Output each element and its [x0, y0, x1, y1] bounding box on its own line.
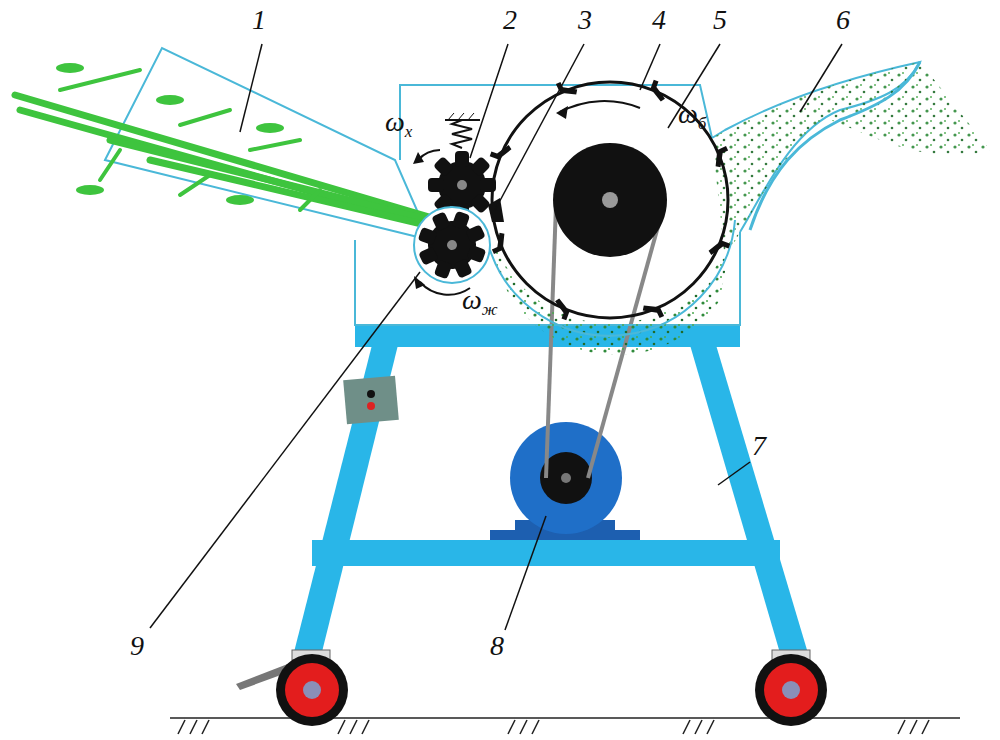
- chaff-stream: [712, 62, 990, 260]
- callout-number: 6: [836, 6, 850, 34]
- callout-number: 7: [752, 432, 766, 460]
- angular-velocity: ωж: [462, 286, 498, 318]
- drum: [487, 77, 735, 355]
- grass: [15, 63, 480, 236]
- angular-velocity: ωх: [385, 108, 412, 140]
- callout-number: 9: [130, 632, 144, 660]
- wheels: [236, 650, 827, 726]
- feed-rollers: [408, 113, 504, 295]
- angular-velocity: ωб: [678, 100, 706, 132]
- ground: [170, 718, 960, 734]
- callout-number: 2: [503, 6, 517, 34]
- callout-number: 3: [578, 6, 592, 34]
- switch-box: [343, 376, 399, 424]
- motor: [490, 422, 640, 540]
- leader-lines: [150, 44, 842, 630]
- outlet-edge: [750, 62, 920, 230]
- callout-number: 4: [652, 6, 666, 34]
- callout-number: 5: [713, 6, 727, 34]
- callout-number: 8: [490, 632, 504, 660]
- callout-number: 1: [252, 6, 266, 34]
